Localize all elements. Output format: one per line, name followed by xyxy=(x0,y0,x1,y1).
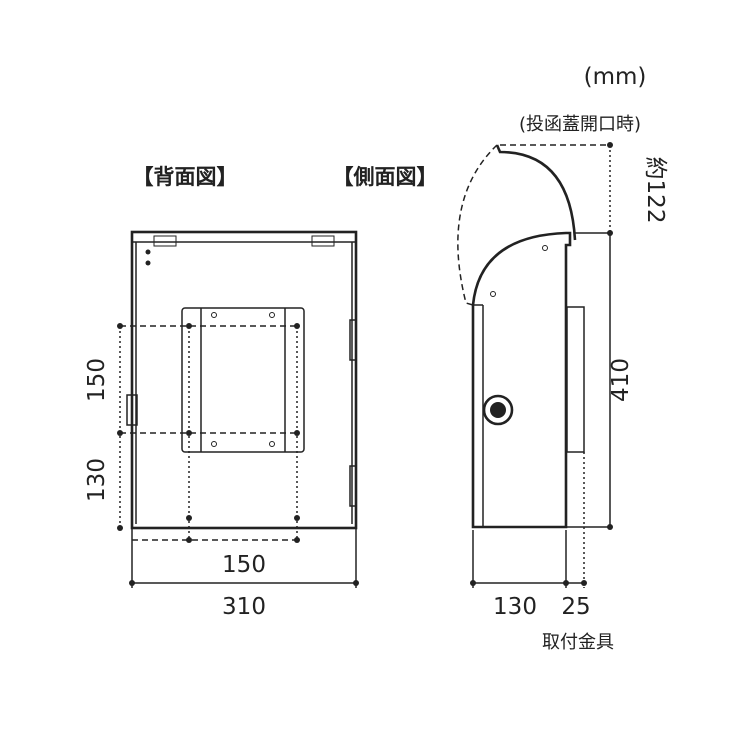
mounting-plate xyxy=(181,307,305,453)
unit-label: (mm) xyxy=(584,64,647,90)
dim-upper-vertical: 150 xyxy=(84,358,110,402)
lock-tab xyxy=(126,394,138,426)
dim-inner-width: 150 xyxy=(222,552,266,578)
lid-swing-path xyxy=(457,144,498,306)
side-view: 約122 410 130 25 取付金具 xyxy=(457,142,668,653)
dim-lower-vertical: 130 xyxy=(84,458,110,502)
back-view-title: 【背面図】 xyxy=(133,165,238,189)
lock-icon xyxy=(482,394,514,426)
dim-overall-width: 310 xyxy=(222,594,266,620)
mounting-bracket xyxy=(566,306,585,453)
dim-bracket: 25 xyxy=(561,594,590,620)
side-body-outline xyxy=(471,231,572,529)
bracket-label: 取付金具 xyxy=(542,632,614,653)
dim-depth: 130 xyxy=(493,594,537,620)
lid-open-note: (投函蓋開口時) xyxy=(519,114,641,135)
dim-lid-open: 約122 xyxy=(642,157,668,224)
open-lid xyxy=(495,144,577,241)
back-body-outline xyxy=(130,230,358,530)
back-view: 150 310 150 130 xyxy=(84,230,359,620)
hinge-marks xyxy=(145,235,335,266)
side-view-title: 【側面図】 xyxy=(333,165,438,189)
dim-height: 410 xyxy=(608,358,634,402)
